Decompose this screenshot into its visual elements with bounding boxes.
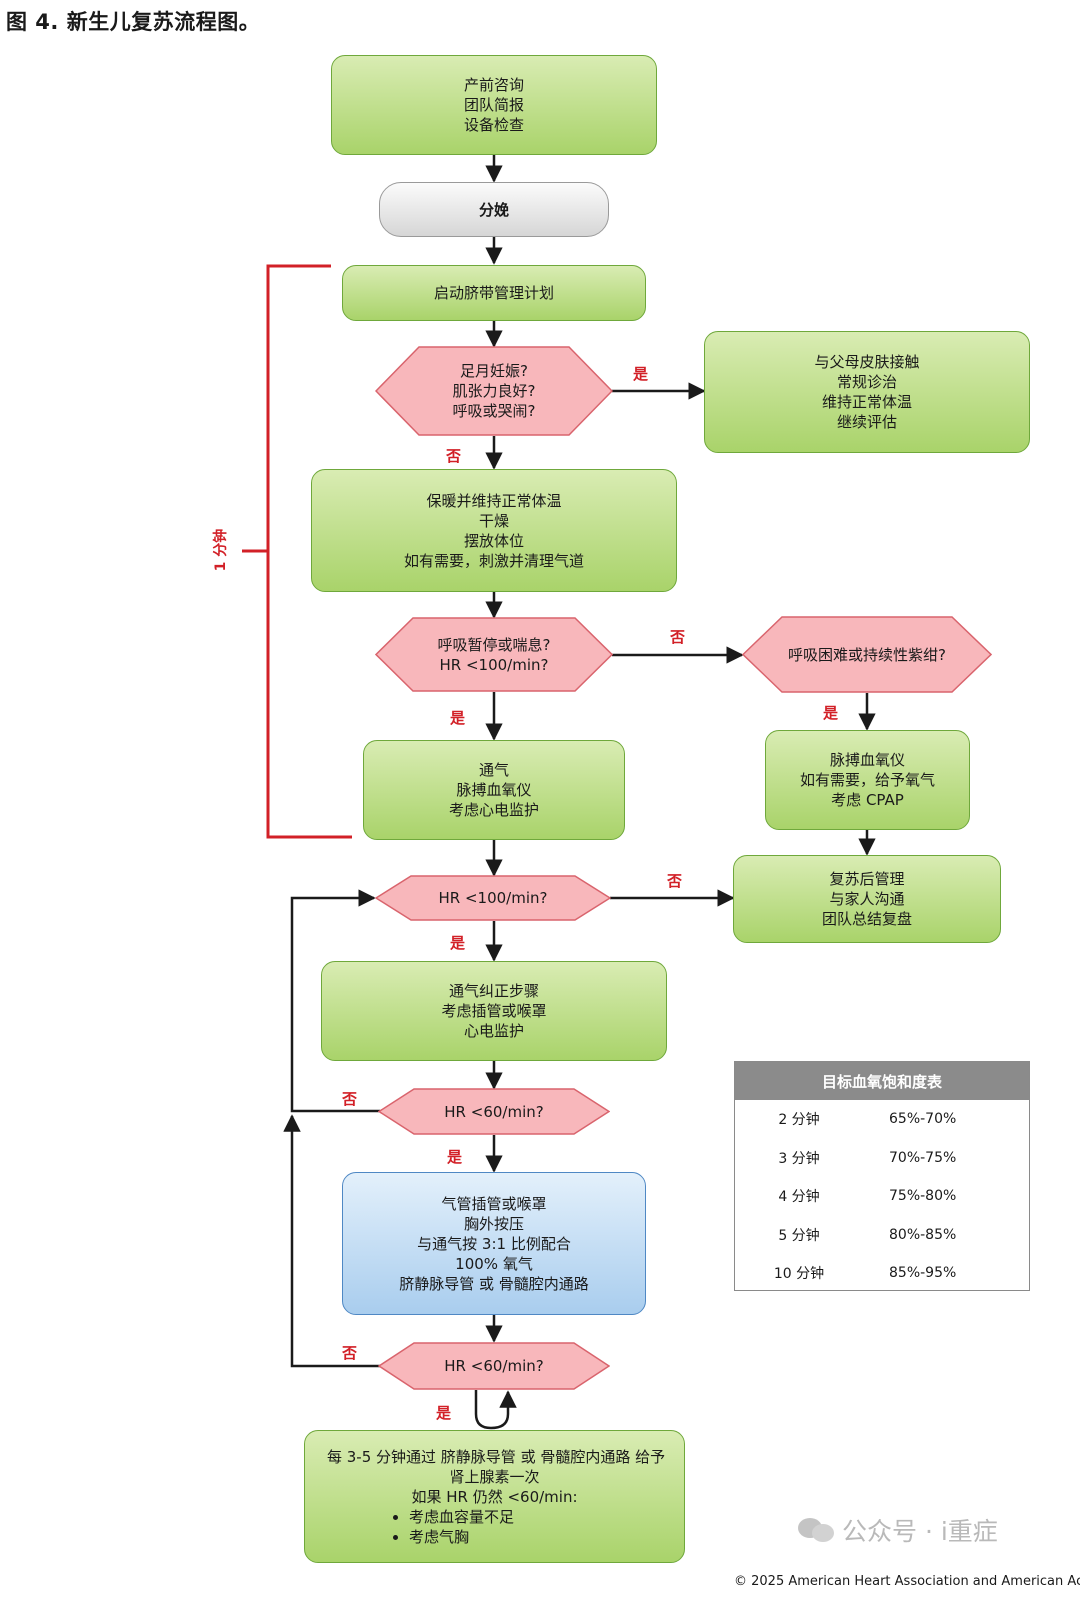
table-row: 4 分钟 75%-80% <box>778 1188 957 1206</box>
no-label-apnea: 否 <box>670 628 686 646</box>
table-row: 5 分钟 80%-85% <box>778 1226 957 1244</box>
figure-title: 图 4. 新生儿复苏流程图。 <box>6 10 261 34</box>
yes-label-term: 是 <box>633 365 649 383</box>
watermark: 公众号 · i重症 <box>798 1512 998 1548</box>
post-resus-box: 复苏后管理 与家人沟通 团队总结复盘 <box>733 855 1001 943</box>
table-header: 目标血氧饱和度表 <box>735 1062 1029 1100</box>
delivery-box: 分娩 <box>379 182 609 237</box>
table-row: 10 分钟 85%-95% <box>773 1265 957 1283</box>
arrow-qhr60b-loop <box>283 1114 380 1368</box>
yes-label-hr60-2: 是 <box>436 1404 452 1422</box>
ventilate-box: 通气 脉搏血氧仪 考虑心电监护 <box>363 740 625 840</box>
hr100-check-diamond: HR <100/min? <box>375 875 611 921</box>
labored-check-diamond: 呼吸困难或持续性紫绀? <box>742 616 992 693</box>
cord-plan-box: 启动脐带管理计划 <box>342 265 646 321</box>
no-label-hr100: 否 <box>667 872 683 890</box>
one-minute-bracket <box>242 264 352 839</box>
copyright-notice: © 2025 American Heart Association and Am… <box>734 1574 1080 1589</box>
arrow-qhr60a-loop <box>290 889 380 1113</box>
yes-label-apnea: 是 <box>450 709 466 727</box>
table-row: 3 分钟 70%-75% <box>778 1149 957 1167</box>
pulse-ox-box: 脉搏血氧仪 如有需要，给予氧气 考虑 CPAP <box>765 730 970 830</box>
no-label-hr60-2: 否 <box>342 1344 358 1362</box>
yes-label-labored: 是 <box>823 704 839 722</box>
yes-label-hr100: 是 <box>450 934 466 952</box>
term-check-diamond: 足月妊娠? 肌张力良好? 呼吸或哭闹? <box>375 346 613 436</box>
no-label-term: 否 <box>446 447 462 465</box>
compressions-box: 气管插管或喉罩 胸外按压 与通气按 3:1 比例配合 100% 氧气 脐静脉导管… <box>342 1172 646 1315</box>
wechat-icon <box>798 1516 836 1544</box>
prebirth-box: 产前咨询 团队简报 设备检查 <box>331 55 657 155</box>
target-spo2-table: 目标血氧饱和度表 2 分钟 65%-70% 3 分钟 70%-75% 4 分钟 … <box>734 1061 1030 1291</box>
no-label-hr60-1: 否 <box>342 1090 358 1108</box>
arrow-qhr60b-epi-loop <box>474 1390 517 1430</box>
yes-label-hr60-1: 是 <box>447 1148 463 1166</box>
epinephrine-bullet-list: 考虑血容量不足 考虑气胸 <box>387 1507 514 1547</box>
hr60-check-diamond-2: HR <60/min? <box>378 1342 610 1390</box>
epinephrine-box: 每 3-5 分钟通过 脐静脉导管 或 骨髓腔内通路 给予 肾上腺素一次 如果 H… <box>304 1430 685 1563</box>
skin-contact-box: 与父母皮肤接触 常规诊治 维持正常体温 继续评估 <box>704 331 1030 453</box>
hr60-check-diamond-1: HR <60/min? <box>378 1088 610 1135</box>
apnea-check-diamond: 呼吸暂停或喘息? HR <100/min? <box>375 617 613 692</box>
warm-dry-box: 保暖并维持正常体温 干燥 摆放体位 如有需要，刺激并清理气道 <box>311 469 677 592</box>
corrective-steps-box: 通气纠正步骤 考虑插管或喉罩 心电监护 <box>321 961 667 1061</box>
table-row: 2 分钟 65%-70% <box>778 1111 957 1129</box>
one-minute-label: 1 分钟 <box>213 528 229 572</box>
